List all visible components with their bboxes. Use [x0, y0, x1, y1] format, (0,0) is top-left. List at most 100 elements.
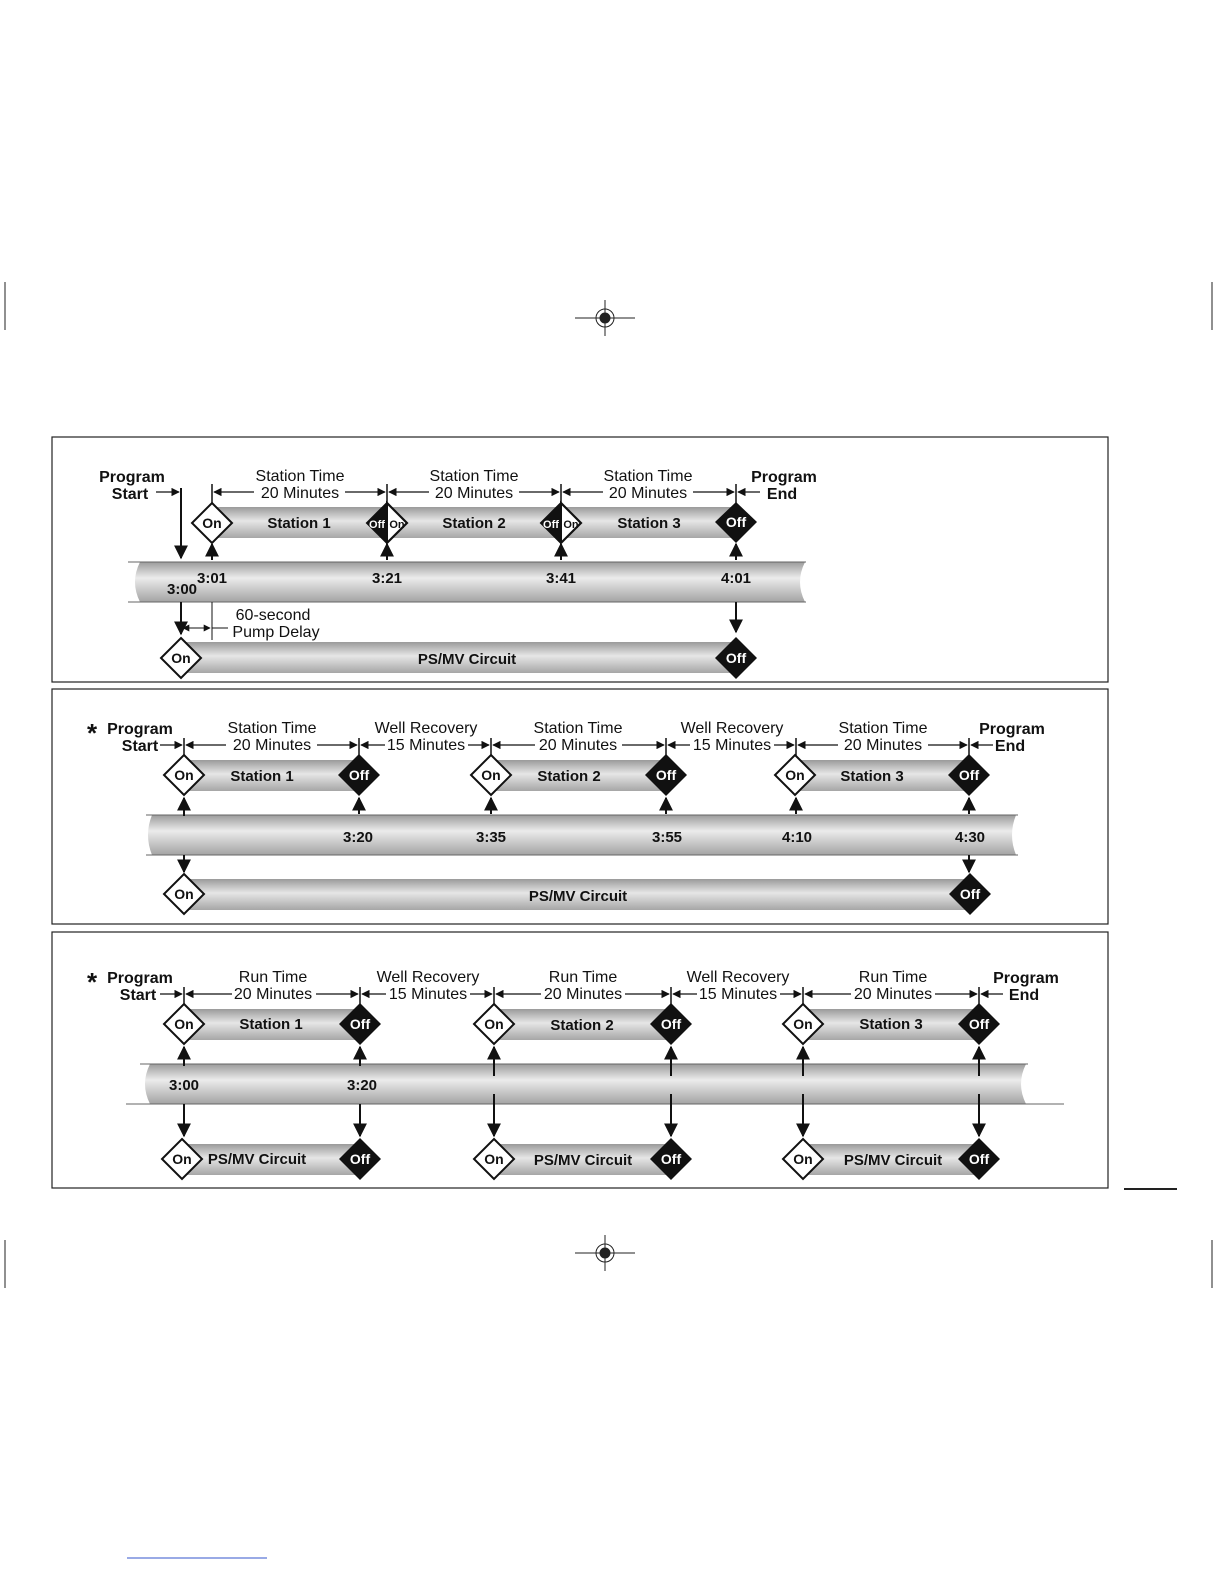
svg-text:On: On [793, 1151, 812, 1167]
svg-text:Off: Off [661, 1016, 682, 1032]
time-3-35: 3:35 [476, 829, 506, 846]
station-1-label: Station 1 [267, 515, 330, 532]
off-diamond: Off [949, 873, 991, 915]
panel-2: Station 1 Station 2 Station 3 PS/MV Circ… [51, 688, 1109, 925]
off-on-diamond: Off On [365, 500, 409, 546]
on-diamond: On [472, 1137, 516, 1181]
panel-3: Station 1 Station 2 Station 3 PS/MV Circ… [51, 931, 1109, 1189]
timeline-pipe [148, 815, 1016, 855]
svg-text:End: End [1009, 987, 1039, 1004]
svg-text:Run Time: Run Time [239, 969, 308, 986]
svg-text:Off: Off [960, 886, 981, 902]
off-diamond: Off [958, 1003, 1000, 1045]
svg-text:On: On [481, 767, 500, 783]
circuit-label: PS/MV Circuit [208, 1151, 306, 1168]
station-3-label: Station 3 [859, 1016, 922, 1033]
svg-text:On: On [793, 1016, 812, 1032]
svg-text:20 Minutes: 20 Minutes [261, 485, 339, 502]
time-4-01: 4:01 [721, 570, 751, 587]
circuit-label: PS/MV Circuit [534, 1152, 632, 1169]
svg-text:Well Recovery: Well Recovery [377, 969, 480, 986]
svg-text:20 Minutes: 20 Minutes [544, 986, 622, 1003]
crosshair-icon-bottom [575, 1235, 635, 1271]
svg-text:Station Time: Station Time [256, 468, 345, 485]
svg-text:On: On [785, 767, 804, 783]
svg-text:20 Minutes: 20 Minutes [854, 986, 932, 1003]
off-diamond: Off [650, 1003, 692, 1045]
program-end-label: Program [751, 469, 817, 486]
off-diamond: Off [338, 754, 380, 796]
circuit-bar [184, 879, 969, 910]
svg-text:20 Minutes: 20 Minutes [539, 737, 617, 754]
station-3-label: Station 3 [840, 768, 903, 785]
on-diamond: On [159, 636, 203, 680]
svg-text:Off: Off [726, 650, 747, 666]
svg-text:Station Time: Station Time [430, 468, 519, 485]
time-3-41: 3:41 [546, 570, 576, 587]
station-2-label: Station 2 [550, 1017, 613, 1034]
circuit-label: PS/MV Circuit [529, 888, 627, 905]
svg-text:On: On [202, 515, 221, 531]
crosshair-icon-top [575, 300, 635, 336]
svg-text:Off: Off [656, 767, 677, 783]
svg-text:Station Time: Station Time [534, 720, 623, 737]
timeline-pipe [145, 1064, 1026, 1104]
svg-text:End: End [767, 486, 797, 503]
off-diamond: Off [339, 1003, 381, 1045]
svg-text:On: On [389, 519, 405, 531]
svg-text:On: On [174, 767, 193, 783]
station-1-bar [184, 1009, 360, 1040]
off-diamond: Off [715, 637, 757, 679]
svg-text:Run Time: Run Time [549, 969, 618, 986]
station-1-label: Station 1 [230, 768, 293, 785]
svg-text:15 Minutes: 15 Minutes [699, 986, 777, 1003]
time-3-20: 3:20 [347, 1077, 377, 1094]
time-3-55: 3:55 [652, 829, 682, 846]
station-1-bar [184, 760, 359, 791]
svg-text:Start: Start [112, 486, 149, 503]
panel-1: Station 1 Station 2 Station 3 PS/MV Circ… [51, 436, 1109, 683]
off-diamond: Off [339, 1138, 381, 1180]
svg-text:Well Recovery: Well Recovery [687, 969, 790, 986]
svg-text:Off: Off [969, 1016, 990, 1032]
on-diamond: On [773, 753, 817, 797]
station-2-bar [491, 760, 666, 791]
svg-text:End: End [995, 738, 1025, 755]
station-1-bar [212, 507, 387, 538]
svg-text:Well Recovery: Well Recovery [681, 720, 784, 737]
station-2-label: Station 2 [442, 515, 505, 532]
asterisk-icon: * [87, 718, 98, 748]
station-3-bar [803, 1009, 979, 1040]
on-diamond: On [781, 1002, 825, 1046]
svg-text:20 Minutes: 20 Minutes [609, 485, 687, 502]
svg-text:Station Time: Station Time [604, 468, 693, 485]
time-4-10: 4:10 [782, 829, 812, 846]
station-3-bar [561, 507, 736, 538]
svg-text:15 Minutes: 15 Minutes [693, 737, 771, 754]
program-start-label: Program [107, 721, 173, 738]
svg-text:On: On [174, 1016, 193, 1032]
off-diamond: Off [958, 1138, 1000, 1180]
off-diamond: Off [645, 754, 687, 796]
svg-text:On: On [171, 650, 190, 666]
station-3-label: Station 3 [617, 515, 680, 532]
circuit-bar-3 [803, 1144, 979, 1175]
time-3-20: 3:20 [343, 829, 373, 846]
svg-text:On: On [484, 1016, 503, 1032]
on-diamond: On [781, 1137, 825, 1181]
program-end-label: Program [979, 721, 1045, 738]
svg-text:Off: Off [543, 519, 559, 531]
svg-text:Run Time: Run Time [859, 969, 928, 986]
svg-text:Off: Off [959, 767, 980, 783]
off-on-diamond: Off On [539, 500, 583, 546]
svg-text:15 Minutes: 15 Minutes [387, 737, 465, 754]
time-3-00: 3:00 [169, 1077, 199, 1094]
on-diamond: On [162, 753, 206, 797]
station-2-label: Station 2 [537, 768, 600, 785]
svg-text:Off: Off [349, 767, 370, 783]
svg-text:Pump Delay: Pump Delay [232, 624, 319, 641]
time-4-30: 4:30 [955, 829, 985, 846]
time-3-01: 3:01 [197, 570, 227, 587]
time-3-00: 3:00 [167, 581, 197, 598]
